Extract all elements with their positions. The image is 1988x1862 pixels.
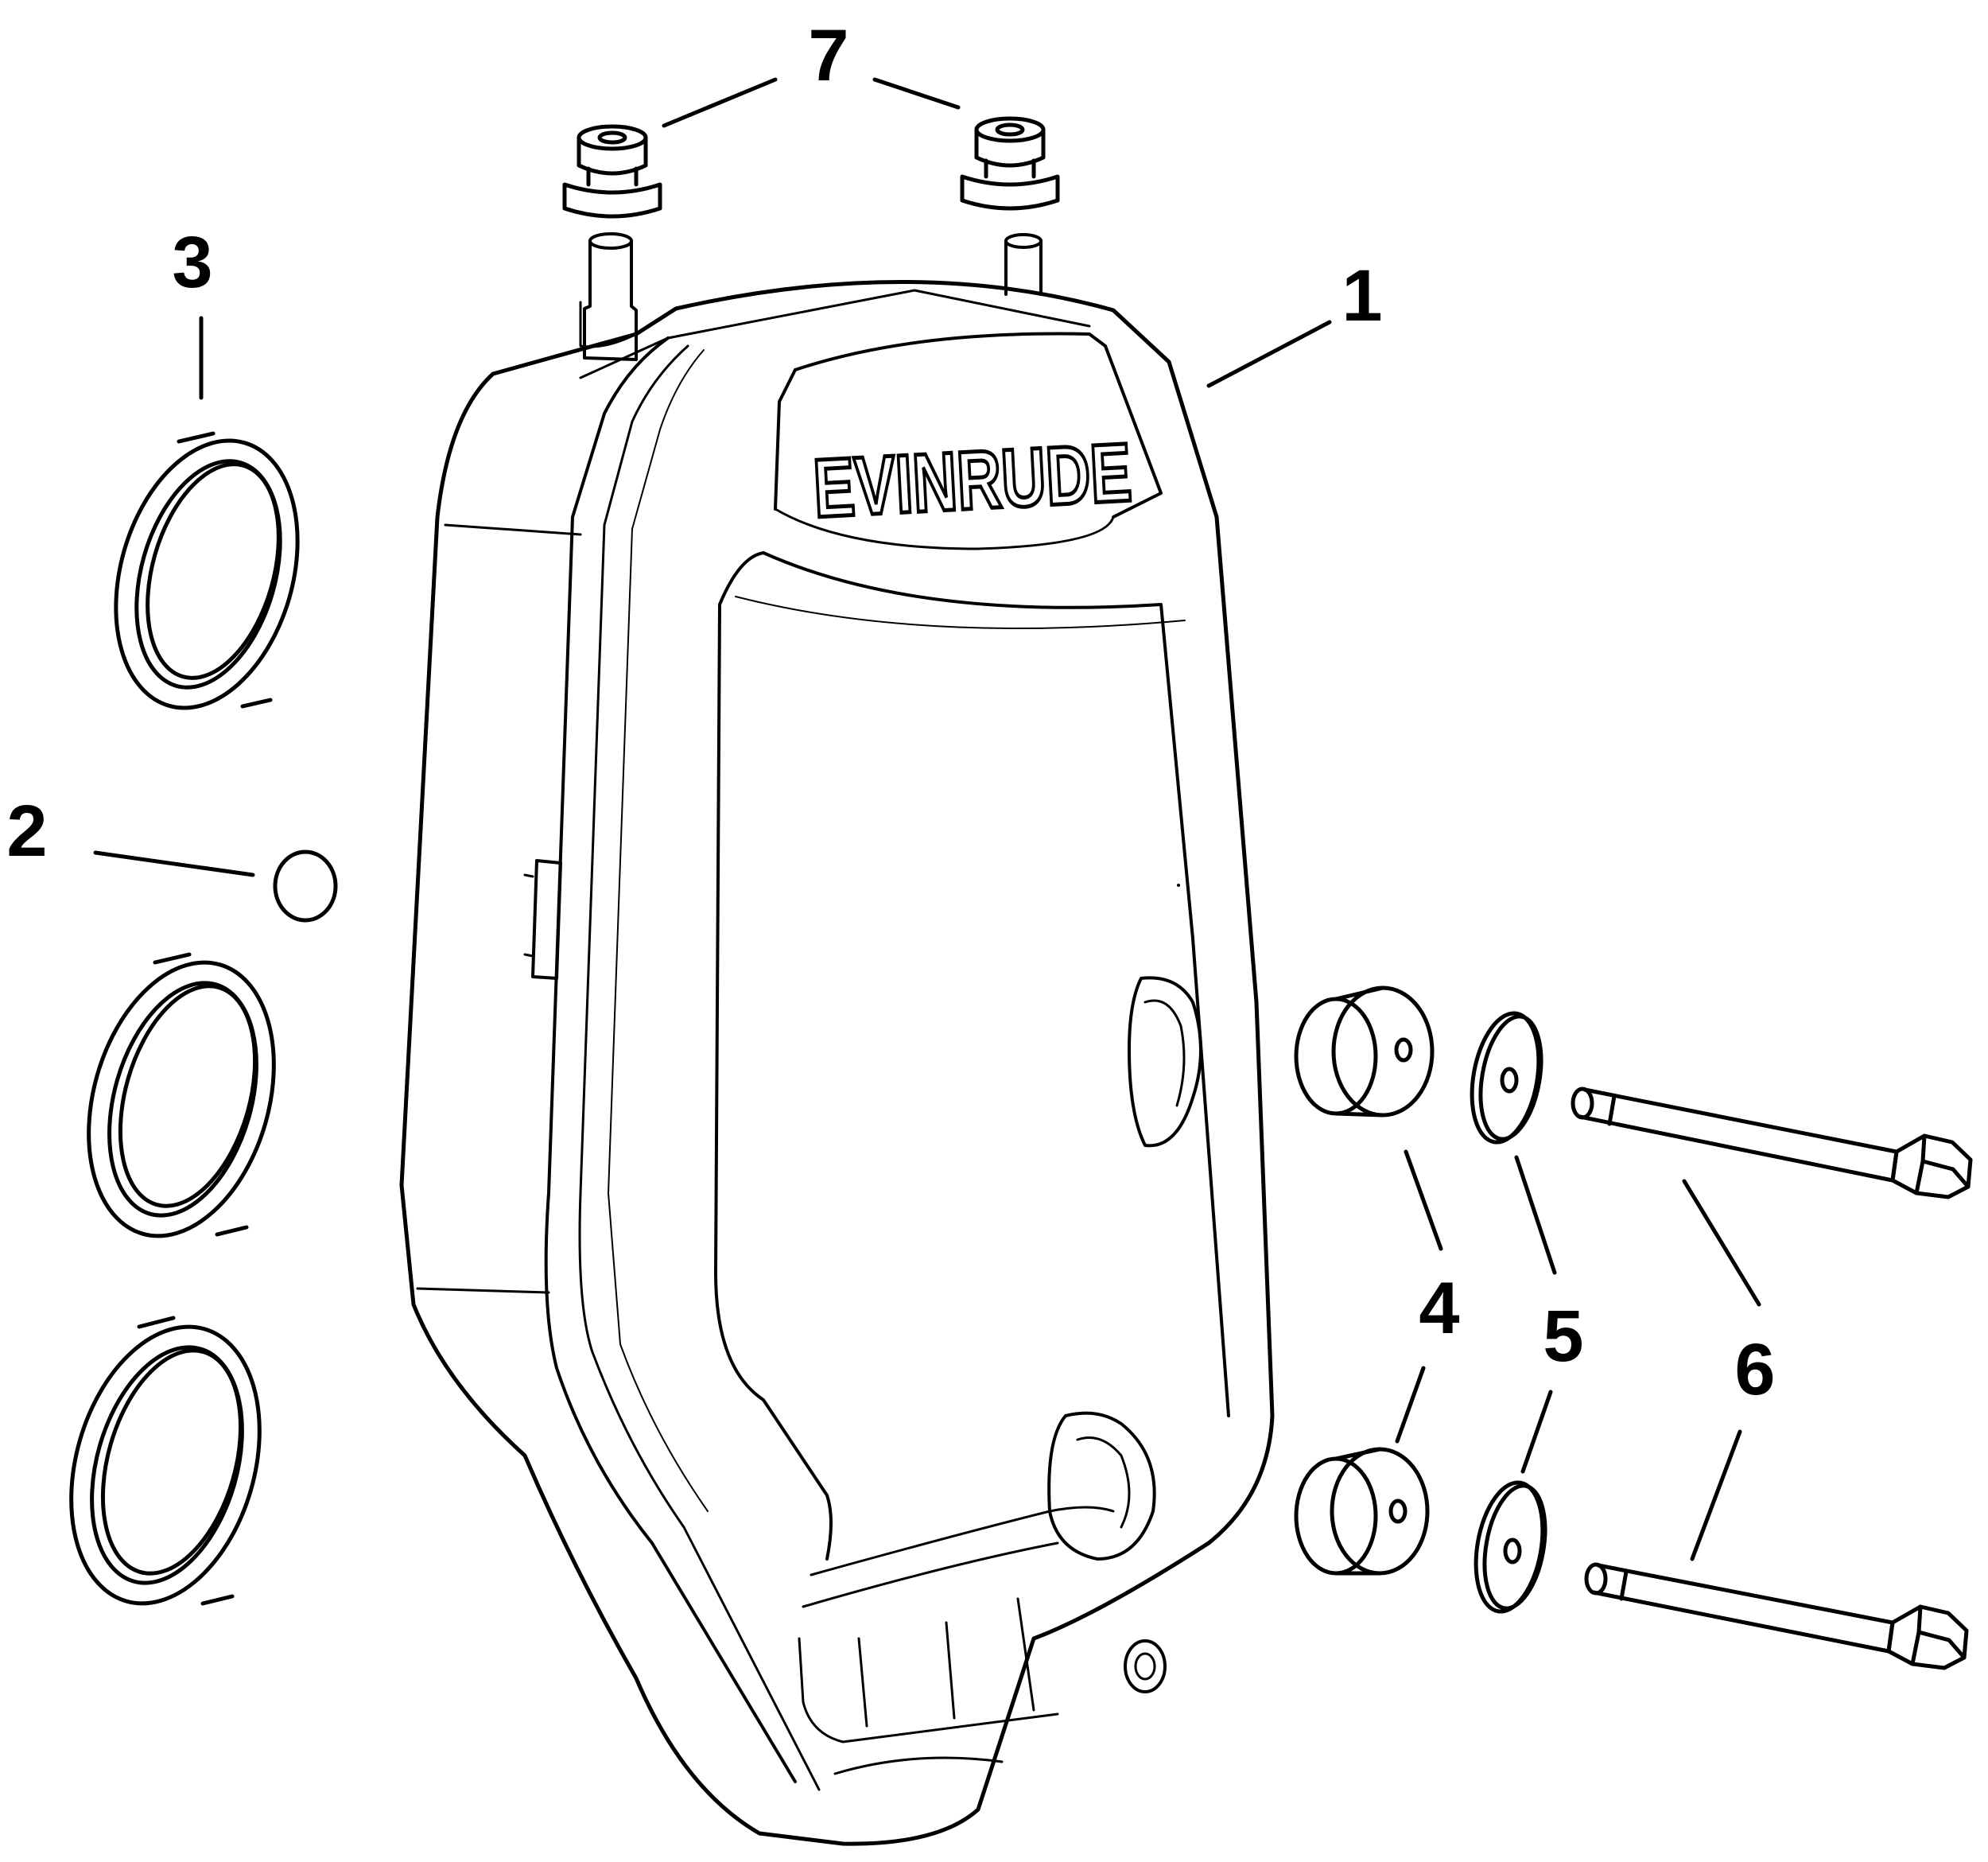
callout-4: 4 xyxy=(1419,1268,1460,1349)
callout-7: 7 xyxy=(808,15,849,96)
grommet-left xyxy=(562,124,662,219)
grommet-right xyxy=(960,116,1060,211)
mounting-post-left xyxy=(583,232,638,361)
leader-line-7-right xyxy=(872,77,961,110)
leader-line-2 xyxy=(93,850,255,877)
o-ring xyxy=(273,849,338,923)
seal-ring-bottom xyxy=(69,1316,262,1606)
callout-2: 2 xyxy=(6,791,48,872)
leader-lines xyxy=(93,77,1761,1561)
leader-line-6-top xyxy=(1682,1179,1761,1307)
leader-line-6-bottom xyxy=(1690,1429,1742,1561)
rubber-spacer-top xyxy=(1294,985,1435,1118)
brand-logo: EVINRUDE xyxy=(811,426,1134,535)
leader-line-4-bottom xyxy=(1395,1366,1426,1444)
callout-5: 5 xyxy=(1543,1296,1584,1377)
callout-3: 3 xyxy=(172,222,213,303)
washer-bottom xyxy=(1474,1480,1547,1614)
callout-6: 6 xyxy=(1734,1329,1776,1410)
rubber-spacer-bottom xyxy=(1294,1447,1430,1576)
leader-line-4-top xyxy=(1404,1149,1443,1251)
bolt-top xyxy=(1571,1086,1973,1199)
main-housing xyxy=(399,280,1275,1846)
leader-line-5-top xyxy=(1514,1155,1557,1275)
washer-top xyxy=(1470,1011,1543,1145)
mounting-post-right xyxy=(1004,233,1043,296)
bolt-bottom xyxy=(1584,1562,1969,1670)
leader-line-7-left xyxy=(662,77,778,128)
leader-line-1 xyxy=(1206,320,1332,388)
leader-line-5-bottom xyxy=(1520,1390,1553,1474)
seal-ring-middle xyxy=(87,952,276,1238)
seal-ring-top xyxy=(114,431,300,710)
callout-1: 1 xyxy=(1342,255,1383,336)
